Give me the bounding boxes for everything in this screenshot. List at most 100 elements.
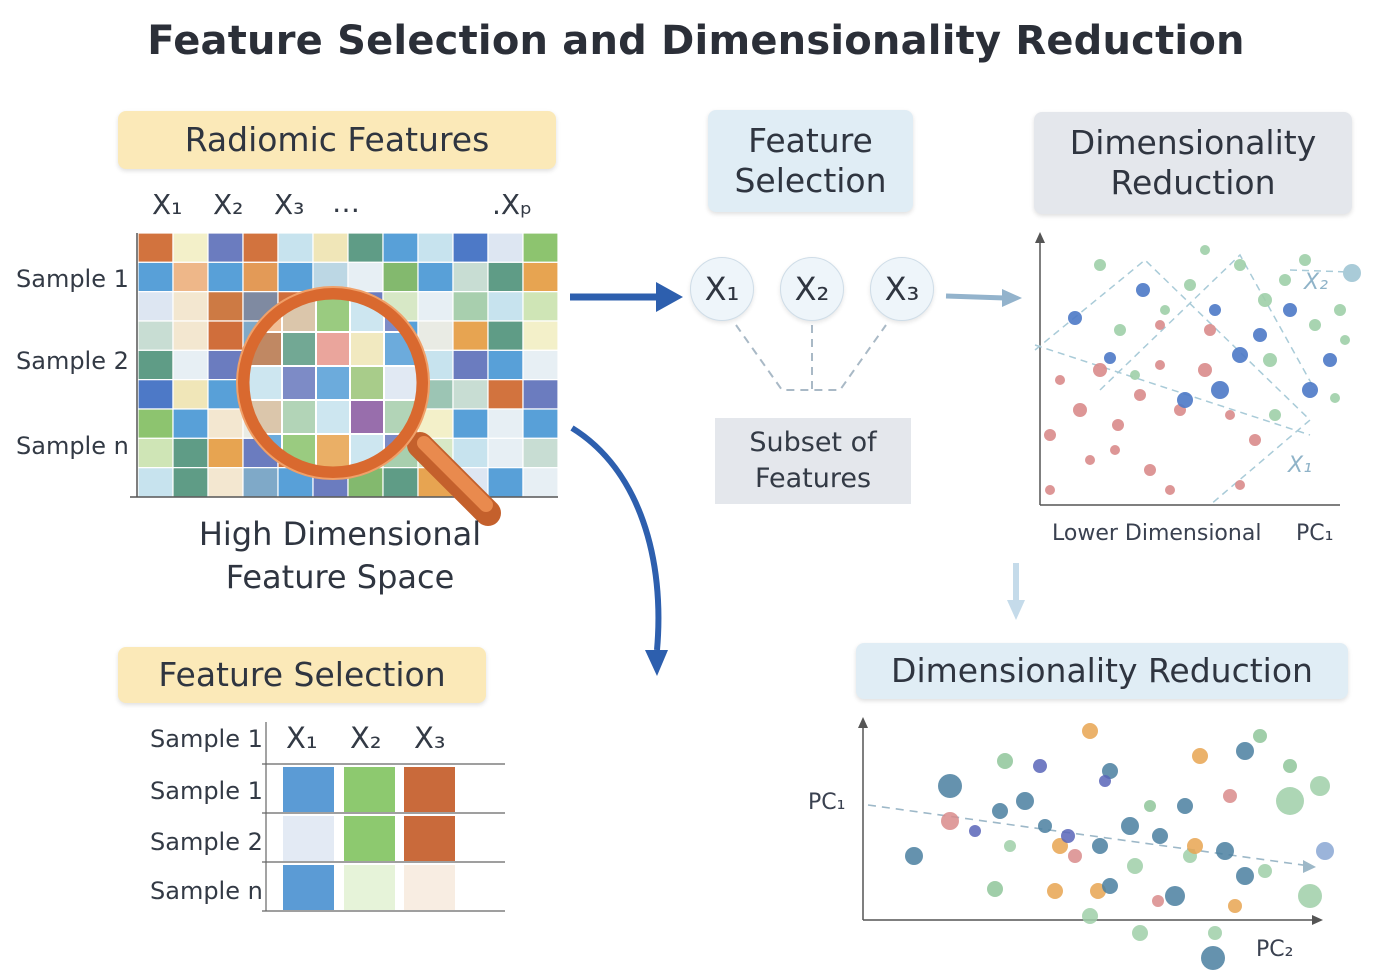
high-dimensional-caption: High Dimensional Feature Space [170, 513, 510, 599]
grid-cell [207, 467, 244, 498]
selected-feature-cell [344, 816, 395, 861]
grid-cell [522, 467, 559, 498]
grid-cell [207, 437, 244, 469]
magnified-cell [349, 433, 385, 467]
scatter-point [1334, 304, 1346, 316]
scatter-point [1044, 429, 1056, 441]
grid-cell [417, 232, 454, 263]
scatter-point [1232, 347, 1248, 363]
grid-cell [452, 232, 489, 263]
grid-cell [137, 291, 174, 322]
grid-cell [452, 408, 489, 439]
grid-cell [522, 379, 559, 410]
grid-cell [452, 379, 489, 410]
feature-selection-bottom-heading: Feature Selection [118, 647, 486, 703]
bottom-scatter-y-arrow [858, 717, 868, 728]
scatter-point [1177, 798, 1193, 814]
selected-feature-cell [344, 865, 395, 910]
grid-cell [522, 349, 559, 381]
scatter-point [1082, 723, 1098, 739]
grid-cell [382, 232, 419, 263]
magnifier-handle-highlight [417, 436, 493, 512]
radiomic-features-heading: Radiomic Features [118, 111, 556, 169]
top-scatter-axis-marker [1343, 264, 1361, 282]
scatter-point [1258, 293, 1272, 307]
feature-selection-heading: Feature Selection [708, 110, 913, 212]
scatter-point [1234, 259, 1246, 271]
scatter-point [1073, 403, 1087, 417]
grid-cell [207, 408, 244, 439]
grid-cell [242, 232, 279, 263]
grid-cell [382, 467, 419, 498]
scatter-point [1298, 884, 1322, 908]
selected-feature-cell [344, 767, 395, 812]
grid-cell [417, 261, 454, 293]
scatter-point [1187, 838, 1203, 854]
scatter-point [1201, 946, 1225, 970]
scatter-point [1223, 789, 1237, 803]
feature-node-x2: X₂ [780, 257, 844, 321]
selected-features-table [262, 722, 505, 912]
column-label-xp: .Xₚ [492, 188, 533, 221]
scatter-point [1204, 324, 1216, 336]
scatter-point [1114, 324, 1126, 336]
magnifier-rim-outer [236, 286, 430, 480]
grid-cell [522, 291, 559, 322]
grid-cell [452, 349, 489, 381]
scatter-point [1276, 787, 1304, 815]
top-scatter-guides [1034, 253, 1351, 506]
grid-cell [172, 408, 209, 439]
axis-tag-x2: X₂ [1304, 270, 1328, 295]
top-pc1-label: PC₁ [1296, 521, 1334, 546]
scatter-point [1045, 485, 1055, 495]
magnified-cell [349, 365, 385, 401]
magnifier-icon [236, 286, 501, 526]
scatter-point [941, 812, 959, 830]
row-label-sample-n: Sample n [16, 432, 129, 460]
grid-cell [172, 291, 209, 322]
scatter-point [938, 774, 962, 798]
scatter-point [1144, 800, 1156, 812]
grid-cell [417, 291, 454, 322]
caption-line-2: Feature Space [225, 558, 455, 597]
scatter-point [1283, 303, 1297, 317]
grid-cell [487, 232, 524, 263]
dimensionality-heading-line-1: Dimensionality [1069, 123, 1317, 163]
grid-cell [487, 408, 524, 439]
selected-feature-cell [404, 767, 455, 812]
column-label-x2: X₂ [213, 188, 244, 221]
scatter-point [1155, 320, 1165, 330]
grid-cell [172, 467, 209, 498]
scatter-point [1235, 480, 1245, 490]
scatter-point [1192, 748, 1208, 764]
grid-cell [242, 261, 279, 293]
dimensionality-reduction-heading: Dimensionality Reduction [1034, 112, 1352, 214]
dimensionality-heading-line-2: Reduction [1110, 163, 1276, 202]
scatter-point [1068, 849, 1082, 863]
grid-cell [417, 320, 454, 351]
selected-feature-cell [283, 767, 334, 812]
scatter-point [905, 847, 923, 865]
scatter-point [1144, 464, 1156, 476]
grid-cell [207, 232, 244, 263]
lower-dimensional-label: Lower Dimensional [1052, 521, 1262, 546]
scatter-point [1330, 393, 1340, 403]
scatter-point [1094, 259, 1106, 271]
table-col-x3: X₃ [414, 721, 446, 755]
dimensionality-reduction-bottom-heading: Dimensionality Reduction [856, 643, 1348, 699]
grid-cell [207, 320, 244, 351]
scatter-point [1340, 335, 1350, 345]
scatter-point [1208, 926, 1222, 940]
scatter-point [1302, 382, 1318, 398]
bottom-pc1-label: PC₁ [808, 790, 846, 815]
scatter-point [1309, 319, 1321, 331]
row-label-sample-2: Sample 2 [16, 347, 129, 375]
grid-cell [137, 261, 174, 293]
table-col-x2: X₂ [350, 721, 382, 755]
grid-cell [452, 437, 489, 469]
bottom-scatter-plot [858, 717, 1334, 970]
grid-cell [487, 291, 524, 322]
scatter-point [997, 753, 1013, 769]
grid-cell [172, 232, 209, 263]
scatter-point [1177, 392, 1193, 408]
